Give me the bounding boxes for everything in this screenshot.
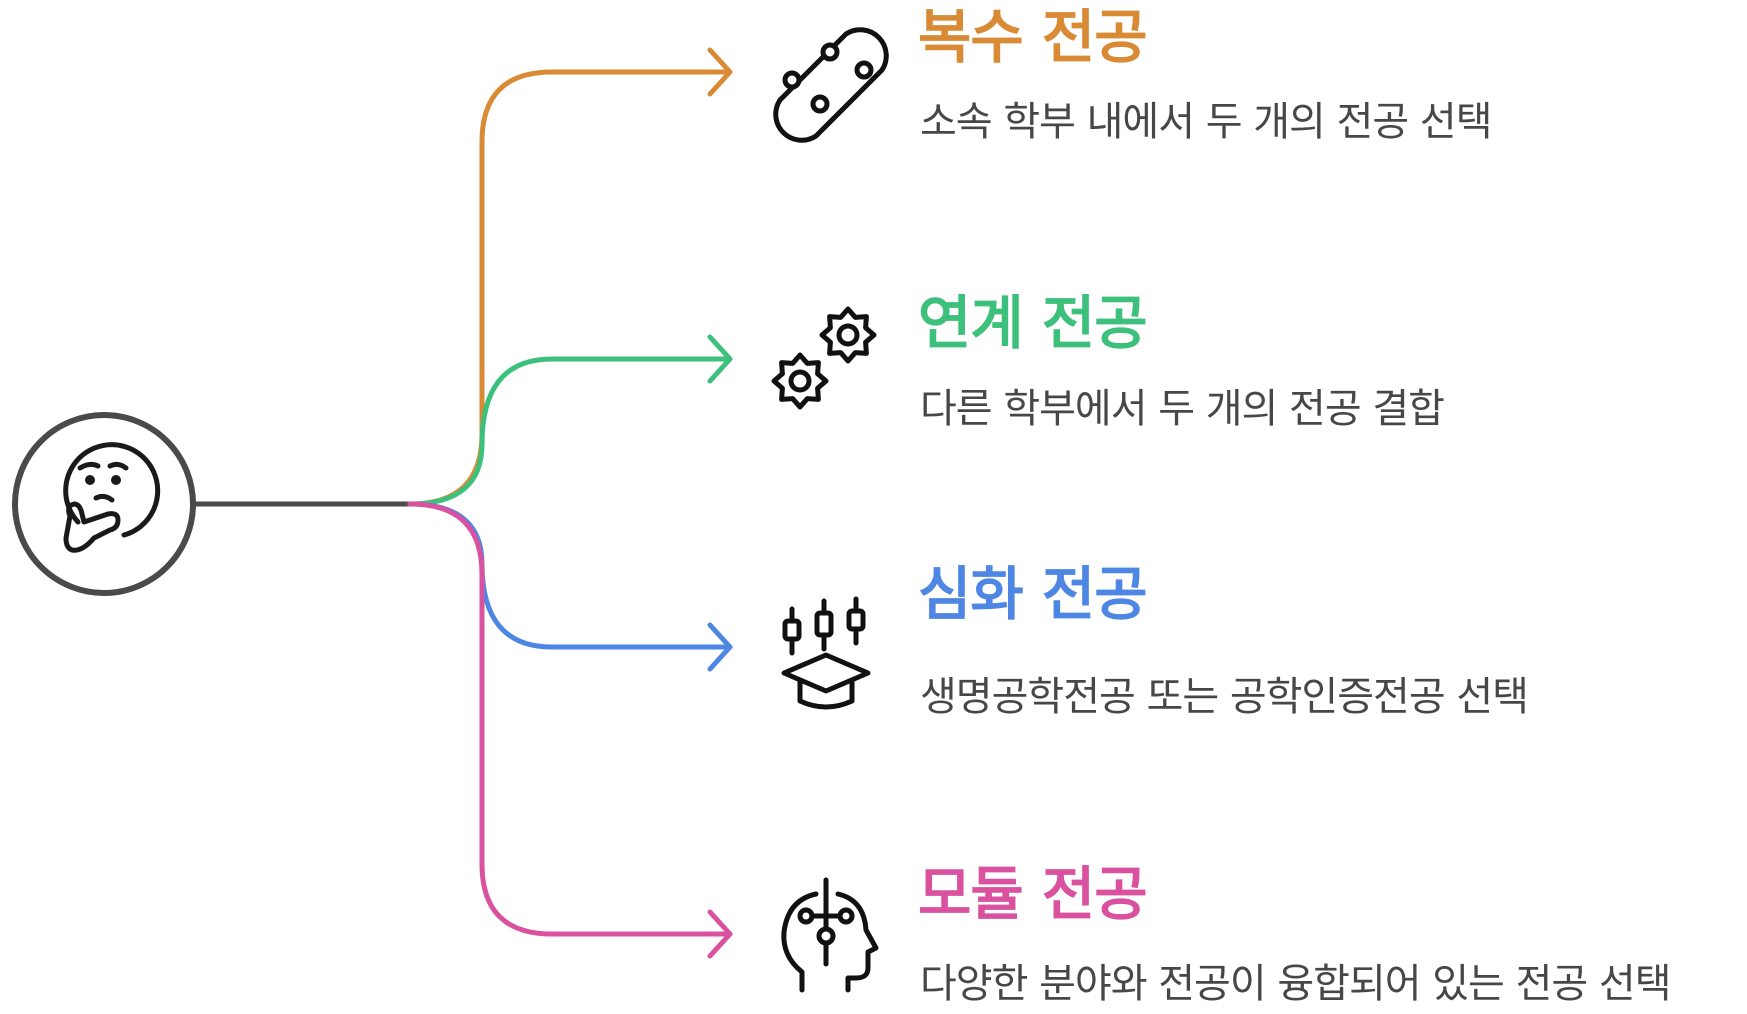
branch-title-4: 모듈 전공 xyxy=(918,860,1148,928)
arrow-head-icon xyxy=(707,909,733,959)
branch-description-1: 소속 학부 내에서 두 개의 전공 선택 xyxy=(920,99,1492,145)
arrow-head-icon xyxy=(707,622,733,672)
arrow-head-icon xyxy=(707,47,733,97)
hub xyxy=(12,412,196,596)
branch-2 xyxy=(407,306,877,507)
skateboard-icon xyxy=(773,27,889,143)
branch-connector xyxy=(407,501,733,650)
branch-description-2: 다른 학부에서 두 개의 전공 결합 xyxy=(920,386,1445,432)
branch-4 xyxy=(407,501,879,993)
thinking-face-icon xyxy=(63,442,161,553)
gears-icon xyxy=(771,306,877,410)
branch-title-1: 복수 전공 xyxy=(918,3,1148,71)
branch-description-3: 생명공학전공 또는 공학인증전공 선택 xyxy=(920,674,1529,720)
graduation-cap-candlesticks-icon xyxy=(781,596,871,710)
branch-title-2: 연계 전공 xyxy=(918,289,1148,357)
branches xyxy=(407,27,889,993)
branch-connector xyxy=(407,501,733,937)
branch-connector xyxy=(407,69,733,507)
arrow-head-icon xyxy=(707,334,733,384)
branch-3 xyxy=(407,501,871,710)
head-circuit-icon xyxy=(781,877,879,993)
branch-description-4: 다양한 분야와 전공이 융합되어 있는 전공 선택 xyxy=(920,961,1671,1007)
hub-circle xyxy=(12,412,196,596)
branch-connector xyxy=(407,356,733,507)
branch-title-3: 심화 전공 xyxy=(918,560,1148,628)
